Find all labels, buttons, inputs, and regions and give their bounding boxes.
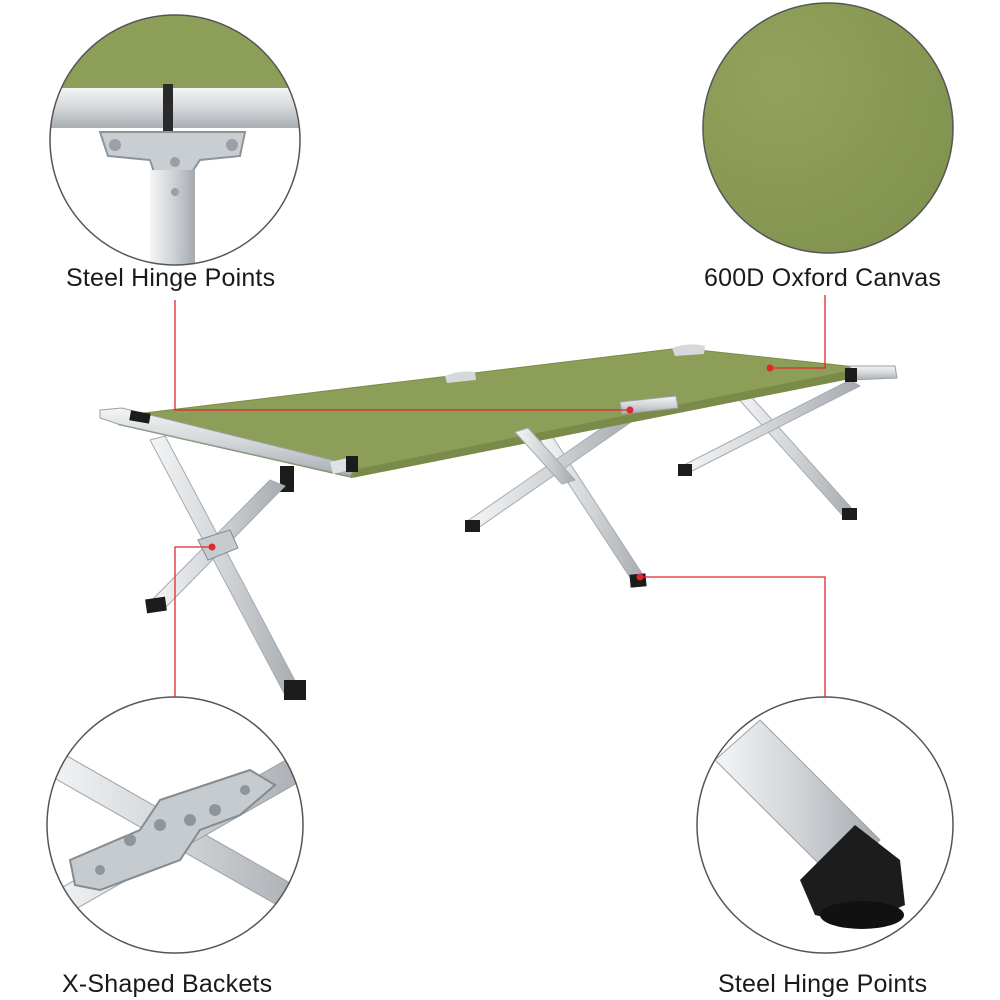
caption-steel-hinge-top: Steel Hinge Points bbox=[66, 264, 276, 292]
detail-circle-canvas bbox=[702, 2, 954, 254]
leader-lines bbox=[174, 295, 826, 697]
caption-steel-hinge-bottom: Steel Hinge Points bbox=[718, 970, 928, 998]
detail-circle-foot bbox=[696, 696, 954, 954]
detail-circle-x-bracket bbox=[46, 696, 304, 954]
caption-oxford-canvas: 600D Oxford Canvas bbox=[704, 264, 942, 292]
detail-circle-hinge-top bbox=[49, 14, 301, 266]
leader-dots bbox=[208, 364, 774, 581]
caption-x-brackets: X-Shaped Backets bbox=[62, 970, 273, 998]
folding-cot bbox=[99, 344, 898, 700]
